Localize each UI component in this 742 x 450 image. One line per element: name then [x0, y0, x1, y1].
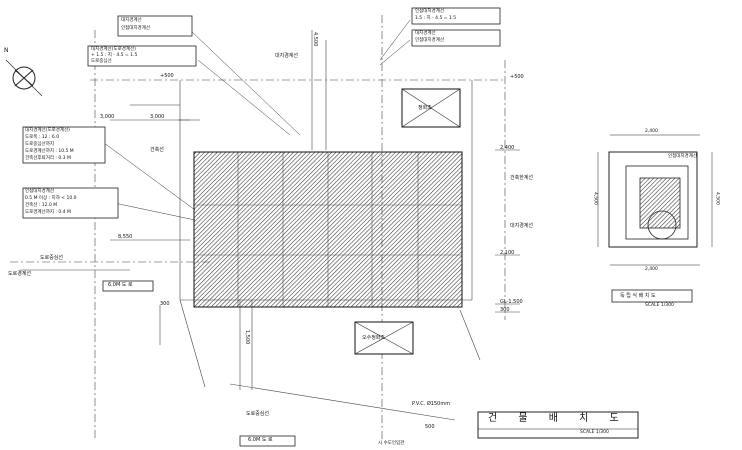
- label-road-center-b: 도로중심선: [246, 411, 270, 417]
- septic-tank-bottom: [354, 321, 414, 355]
- callout-top-right2-2: 인접대지경계선: [415, 38, 444, 43]
- inset-title: 독 립 식 배 치 도: [620, 293, 656, 299]
- callout-top-right-1: 인접대지경계선: [415, 9, 444, 14]
- callout-upper-left-2: + 1.5 : 지 - 4.5 = 1.5: [91, 53, 138, 58]
- callout-left-3: 도로중심선까지: [25, 142, 54, 147]
- label-tank-top: 정화조: [418, 105, 432, 111]
- label-tank-bottom: 오수정화조: [362, 335, 386, 341]
- inset-h1: 4,500: [592, 192, 598, 205]
- dim-300a: 300: [500, 307, 510, 313]
- callout-top-right2-1: 대지경계선: [415, 31, 436, 36]
- inset-plan: [597, 134, 713, 303]
- callout-left2-2: 0.5 M 이상 : 지하 < 10.0: [25, 196, 77, 201]
- callout-top-right-2: 1.5 : 지 - 4.5 = 1.5: [415, 16, 457, 21]
- callout-left-2: 도로폭 : 12 : 6.0: [25, 135, 60, 140]
- label-road-width: 6.0M 도 로: [108, 282, 133, 288]
- dim-3000a: 3,000: [100, 114, 115, 120]
- label-road-bottom: 6.0M 도 로: [248, 437, 273, 443]
- label-right-dim1: 건축한계선: [510, 175, 534, 181]
- title-block-scale: SCALE 1/300: [580, 430, 609, 435]
- label-inlet: 시 수도인입관: [378, 441, 405, 446]
- callout-top-left-1: 대지경계선: [121, 18, 142, 23]
- callout-left-5: 건축선후퇴거리 : 0.3 M: [25, 156, 71, 161]
- dim-gl: GL-1.500: [500, 299, 523, 305]
- dim-2400: 2,400: [500, 145, 515, 151]
- main-building: [193, 151, 463, 308]
- inset-note: 인접대지경계선: [668, 154, 697, 159]
- dim-p500a: +500: [160, 73, 174, 79]
- leader-lines: [99, 19, 411, 221]
- label-road-left2: 도로경계선: [8, 271, 32, 277]
- label-building-line: 건축선: [150, 147, 164, 153]
- north-label: N: [4, 47, 9, 54]
- inset-w1: 2,400: [645, 129, 658, 134]
- label-road-left: 도로중심선: [40, 255, 64, 261]
- dim-500: 500: [425, 424, 435, 430]
- dim-p500b: +500: [510, 74, 524, 80]
- dim-4500: 4,500: [312, 32, 318, 47]
- dim-300b: 300: [160, 301, 170, 307]
- callout-left2-1: 인접대지경계선: [25, 189, 54, 194]
- inset-h2: 4,500: [714, 192, 720, 205]
- pipe-note: P.V.C. Ø150mm: [412, 401, 451, 407]
- callout-boxes: [22, 7, 501, 447]
- inset-scale: SCALE 1/300: [645, 303, 674, 308]
- dim-3000b: 3,000: [150, 114, 165, 120]
- callout-top-left-2: 인접대지경계선: [121, 26, 150, 31]
- callout-upper-left-1: 대지경계선(도로경계선): [91, 47, 136, 52]
- callout-left-1: 대지경계선(도로경계선): [25, 128, 70, 133]
- callout-left-4: 도로경계선까지 : 10.5 M: [25, 149, 74, 154]
- north-arrow-icon: [5, 59, 43, 97]
- callout-left2-4: 도로경계선까지 : 0.4 M: [25, 210, 71, 215]
- title-block: [477, 411, 639, 439]
- dim-2100: 2,100: [500, 250, 515, 256]
- label-site-line-top: 대지경계선: [275, 53, 299, 59]
- septic-tank-top: [401, 88, 461, 128]
- label-right-line: 대지경계선: [510, 223, 534, 229]
- inset-w2: 2,400: [645, 267, 658, 272]
- dim-8550: 8,550: [118, 234, 133, 240]
- dim-1500: 1,500: [244, 330, 250, 345]
- callout-upper-left-3: 도로중심선: [91, 59, 112, 64]
- callout-left2-3: 건축선 : 12.0 M: [25, 203, 58, 208]
- title-block-title: 건 물 배 치 도: [488, 413, 628, 424]
